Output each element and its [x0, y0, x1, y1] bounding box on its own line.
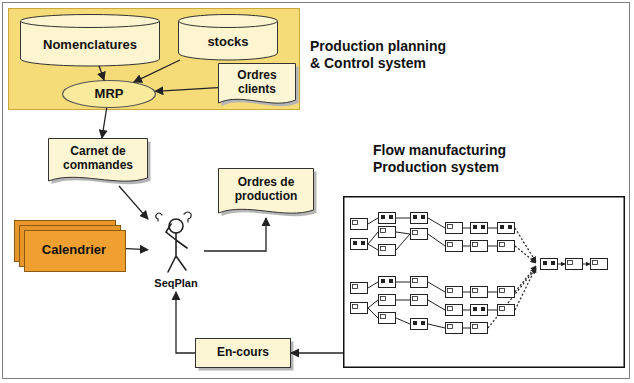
node-label: SeqPlan: [154, 277, 197, 290]
flow-arrow: [126, 249, 148, 250]
node-label: Carnet de commandes: [52, 145, 144, 173]
node-label: Ordres de production: [222, 176, 310, 204]
document-shape: Ordres de production: [218, 168, 314, 218]
node-label: Calendrier: [42, 243, 106, 258]
flow-arrow: [119, 186, 148, 219]
region-heading: Production planning & Control system: [310, 38, 458, 72]
flow-arrow: [155, 88, 218, 92]
machines: [351, 213, 608, 334]
machine-links: [368, 218, 497, 328]
node-label: Nomenclatures: [43, 38, 137, 53]
frame-outline: [343, 196, 625, 368]
database-cylinder: stocks: [178, 14, 278, 60]
node-label: En-cours: [217, 346, 269, 360]
node-label: Ordres clients: [222, 69, 292, 97]
flow-arrow: [176, 292, 195, 353]
process-ellipse: MRP: [62, 80, 156, 108]
document-shape: Ordres clients: [218, 63, 296, 108]
planning-region: Production planning & Control systemNome…: [8, 8, 300, 110]
production-system-box: Flow manufacturing Production system: [343, 196, 625, 368]
process-box: En-cours: [195, 338, 291, 368]
node-label: stocks: [207, 35, 248, 50]
flow-arrow: [291, 352, 343, 353]
node-label: MRP: [95, 87, 124, 102]
flow-arrow: [134, 60, 180, 82]
document-shape: Carnet de commandes: [48, 138, 148, 186]
flow-arrow: [99, 66, 104, 80]
stacked-documents: Calendrier: [14, 220, 126, 272]
database-cylinder: Nomenclatures: [20, 14, 160, 66]
flow-arrow: [102, 108, 107, 138]
planner-figure: SeqPlan: [148, 210, 204, 292]
region-heading: Flow manufacturing Production system: [373, 142, 548, 176]
flow-arrow: [204, 218, 266, 251]
merge-lines: [488, 228, 536, 328]
